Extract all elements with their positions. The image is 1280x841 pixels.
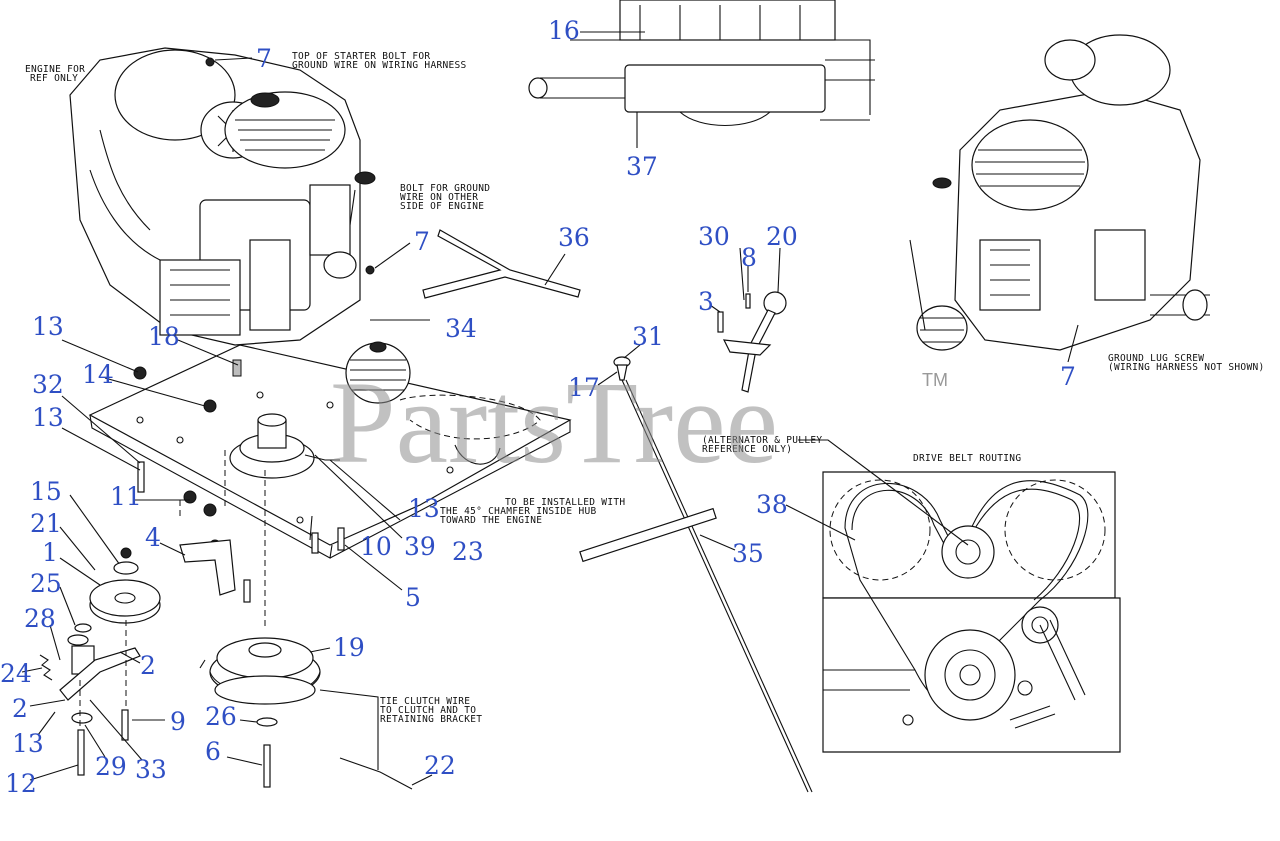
callout-19: 19 — [333, 633, 365, 662]
callout-5: 5 — [405, 583, 421, 612]
bolt-icon — [365, 265, 375, 275]
note-alternator: (ALTERNATOR & PULLEY — [702, 435, 822, 446]
note-chamfer: TOWARD THE ENGINE — [440, 515, 542, 526]
callout-36: 36 — [558, 223, 590, 252]
callout-2: 2 — [140, 651, 156, 680]
callout-12: 12 — [5, 769, 37, 798]
electric-clutch — [199, 637, 321, 705]
callout-6: 6 — [205, 737, 221, 766]
note-starter-bolt: TOP OF STARTER BOLT FOR — [292, 51, 430, 62]
nut-part — [203, 503, 217, 517]
callout-10: 10 — [360, 532, 392, 561]
callout-13: 13 — [12, 729, 44, 758]
callout-3: 3 — [698, 287, 714, 316]
bracket-part — [179, 539, 236, 596]
callout-13: 13 — [32, 312, 64, 341]
callout-7: 7 — [256, 44, 272, 73]
watermark-logo: PartsTree — [330, 357, 778, 488]
bolt-icon — [205, 57, 215, 67]
callout-30: 30 — [698, 222, 730, 251]
callout-18: 18 — [148, 322, 180, 351]
bolt-part — [263, 744, 271, 788]
nut-part — [133, 366, 147, 380]
washer-part — [256, 717, 278, 727]
belt-routing-inset — [822, 471, 1121, 753]
bolt-part — [311, 532, 319, 554]
callout-26: 26 — [205, 702, 237, 731]
callout-33: 33 — [135, 755, 167, 784]
callout-21: 21 — [30, 509, 62, 538]
callout-39: 39 — [404, 532, 436, 561]
note-clutch-wire: RETAINING BRACKET — [380, 714, 482, 725]
callout-16: 16 — [548, 16, 580, 45]
note-ground-bolt: WIRE ON OTHER — [400, 192, 478, 203]
decal-strip — [579, 507, 717, 563]
note-chamfer: THE 45° CHAMFER INSIDE HUB — [440, 506, 597, 517]
callout-8: 8 — [741, 243, 757, 272]
pulley-hub — [229, 413, 340, 479]
note-belt-routing: DRIVE BELT ROUTING — [913, 453, 1021, 464]
nut-part — [183, 490, 197, 504]
bolt-part — [337, 527, 345, 551]
dipstick-tube — [613, 356, 813, 793]
note-clutch-wire: TIE CLUTCH WIRE — [380, 696, 470, 707]
bolt-part — [137, 461, 145, 493]
note-engine-ref: ENGINE FOR — [25, 64, 85, 75]
note-ground-bolt: BOLT FOR GROUND — [400, 183, 490, 194]
engine-right-illustration — [909, 34, 1210, 351]
callout-15: 15 — [30, 477, 62, 506]
callout-13: 13 — [408, 494, 440, 523]
callout-7: 7 — [414, 227, 430, 256]
callout-17: 17 — [568, 373, 600, 402]
clutch-wire — [339, 757, 413, 790]
callout-11: 11 — [110, 482, 142, 511]
idler-pulley — [89, 547, 161, 624]
note-ground-bolt: SIDE OF ENGINE — [400, 201, 484, 212]
trademark-symbol: TM — [922, 370, 948, 390]
callout-9: 9 — [170, 707, 186, 736]
callout-4: 4 — [145, 523, 161, 552]
callout-34: 34 — [445, 314, 477, 343]
callout-38: 38 — [756, 490, 788, 519]
callout-35: 35 — [732, 539, 764, 568]
nut-part — [203, 399, 217, 413]
callout-28: 28 — [24, 604, 56, 633]
callout-7: 7 — [1060, 362, 1076, 391]
engine-illustration — [69, 47, 376, 346]
callout-32: 32 — [32, 370, 64, 399]
callout-13: 13 — [32, 403, 64, 432]
callout-22: 22 — [424, 751, 456, 780]
callout-31: 31 — [632, 322, 664, 351]
idler-arm-assembly — [39, 620, 141, 776]
callout-37: 37 — [626, 152, 658, 181]
note-ground-lug: (WIRING HARNESS NOT SHOWN) — [1108, 362, 1265, 373]
note-engine-ref: REF ONLY — [30, 73, 78, 84]
throttle-lever — [717, 291, 787, 393]
muffler-illustration — [528, 0, 875, 126]
callout-1: 1 — [42, 538, 58, 567]
note-chamfer: TO BE INSTALLED WITH — [505, 497, 625, 508]
note-alternator: REFERENCE ONLY) — [702, 444, 792, 455]
note-starter-bolt: GROUND WIRE ON WIRING HARNESS — [292, 60, 467, 71]
fitting — [232, 359, 242, 377]
callout-23: 23 — [452, 537, 484, 566]
callout-29: 29 — [95, 752, 127, 781]
alternator-illustration — [345, 341, 541, 465]
callout-20: 20 — [766, 222, 798, 251]
callout-24: 24 — [0, 659, 32, 688]
bolt-part — [243, 579, 251, 603]
callout-2: 2 — [12, 694, 28, 723]
note-clutch-wire: TO CLUTCH AND TO — [380, 705, 476, 716]
shaft-rod — [422, 229, 581, 299]
callout-25: 25 — [30, 569, 62, 598]
note-ground-lug: GROUND LUG SCREW — [1108, 353, 1204, 364]
callout-14: 14 — [82, 360, 114, 389]
